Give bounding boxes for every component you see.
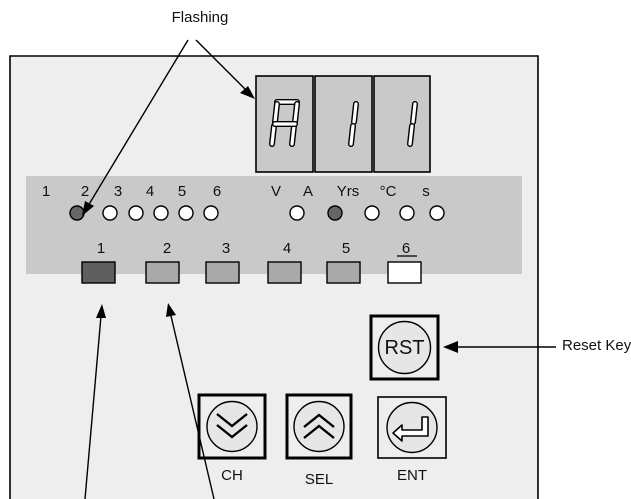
indicator-label-3: 3 — [114, 183, 122, 200]
rst-key[interactable]: RST — [369, 314, 440, 381]
channel-label-1: 1 — [97, 240, 105, 257]
display-digit-2-cell — [314, 75, 373, 173]
ent-key[interactable]: ENT — [377, 396, 447, 484]
ch-key-label: CH — [221, 467, 243, 484]
channel-1-callout-line — [84, 315, 102, 499]
reset-key-label: Reset Key — [562, 337, 631, 354]
display-digit-3-cell — [373, 75, 431, 173]
indicator-lamp-9 — [364, 205, 380, 221]
display-digit-3 — [407, 101, 418, 147]
arrowhead-icon — [96, 304, 106, 318]
indicator-lamps — [69, 205, 445, 221]
segment-fill — [290, 124, 296, 146]
indicator-label-5: 5 — [178, 183, 186, 200]
channel-labels: 1 2 3 4 5 6 — [97, 240, 417, 257]
flashing-callout-line-indicator — [87, 39, 189, 207]
arrowhead-icon — [82, 201, 94, 216]
channel-label-4: 4 — [283, 240, 291, 257]
rst-key-label: RST — [385, 337, 425, 359]
channel-button-2[interactable] — [145, 261, 180, 284]
enter-return-icon — [392, 416, 429, 442]
indicator-lamp-10 — [399, 205, 415, 221]
segment-fill — [411, 102, 417, 124]
channel-button-1[interactable] — [81, 261, 116, 284]
segment-fill — [352, 102, 358, 124]
indicator-label-6: 6 — [213, 183, 221, 200]
channel-button-3[interactable] — [205, 261, 240, 284]
channel-button-4[interactable] — [267, 261, 302, 284]
indicator-label-11: s — [422, 183, 430, 200]
segment-fill — [273, 102, 279, 124]
ent-key-cap[interactable] — [386, 401, 438, 454]
channel-label-2: 2 — [163, 240, 171, 257]
indicator-label-1: 1 — [42, 183, 50, 200]
indicator-lamp-1 — [69, 205, 85, 221]
channel-label-6: 6 — [402, 240, 410, 257]
indicator-lamp-5 — [178, 205, 194, 221]
sel-key-label: SEL — [305, 471, 333, 488]
indicator-strip — [26, 176, 522, 274]
display-digit-1 — [269, 99, 300, 147]
segment-fill — [349, 124, 355, 146]
indicator-lamp-2 — [102, 205, 118, 221]
display-digit-2 — [348, 101, 359, 147]
indicator-label-4: 4 — [146, 183, 154, 200]
channel-buttons — [81, 261, 422, 284]
indicator-labels: 1 2 3 4 5 6 V A Yrs °C s — [42, 183, 430, 200]
seven-segment-display — [255, 75, 431, 173]
channel-button-6[interactable] — [387, 261, 422, 284]
channel-button-5[interactable] — [326, 261, 361, 284]
indicator-label-8: A — [303, 183, 313, 200]
indicator-lamp-11 — [429, 205, 445, 221]
indicator-lamp-8 — [327, 205, 343, 221]
channel-label-3: 3 — [222, 240, 230, 257]
indicator-lamp-7 — [289, 205, 305, 221]
segment-fill — [293, 102, 299, 124]
double-chevron-down-icon — [216, 413, 248, 439]
ent-key-label: ENT — [397, 467, 427, 484]
double-chevron-up-icon — [303, 413, 335, 439]
indicator-lamp-4 — [153, 205, 169, 221]
channel-2-callout-line — [170, 315, 215, 499]
indicator-label-2: 2 — [81, 183, 89, 200]
arrowhead-icon — [240, 86, 255, 99]
channel-label-5: 5 — [342, 240, 350, 257]
display-digits — [269, 99, 418, 147]
flashing-callout-line-display — [195, 39, 247, 91]
segment-fill — [408, 124, 414, 146]
indicator-label-10: °C — [380, 183, 397, 200]
indicator-lamp-6 — [203, 205, 219, 221]
arrowhead-icon — [443, 341, 458, 353]
indicator-label-7: V — [271, 183, 281, 200]
indicator-label-9: Yrs — [337, 183, 360, 200]
ch-key[interactable]: CH — [197, 393, 267, 484]
segment-fill — [270, 124, 276, 146]
sel-key[interactable]: SEL — [285, 393, 353, 488]
arrowhead-icon — [166, 303, 176, 317]
callout-lines — [82, 39, 556, 499]
flashing-label: Flashing — [172, 9, 229, 26]
rst-key-cap[interactable] — [377, 320, 432, 375]
indicator-lamp-3 — [128, 205, 144, 221]
